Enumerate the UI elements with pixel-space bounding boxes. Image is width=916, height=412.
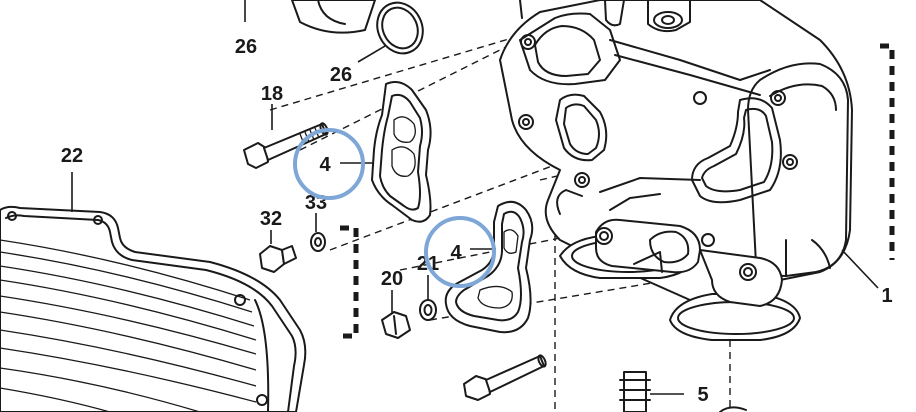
highlight-rings (293, 128, 496, 288)
callout-5: 5 (697, 384, 708, 406)
part-1-filter-housing (499, 0, 879, 341)
part-4-gasket-upper (371, 81, 432, 223)
callout-18: 18 (261, 83, 283, 105)
callout-32: 32 (260, 208, 282, 230)
callout-20: 20 (381, 268, 403, 290)
callout-4-leaders (340, 162, 496, 250)
callout-4-upper: 4 (319, 154, 331, 176)
highlight-ring-upper (293, 128, 365, 200)
part-22-oil-cooler (0, 172, 307, 412)
callout-1: 1 (881, 285, 892, 307)
part-21-washer (419, 275, 437, 321)
highlight-ring-lower (424, 216, 496, 288)
part-20-plug (381, 290, 411, 339)
callout-26-lower: 26 (330, 64, 352, 86)
callout-22: 22 (61, 145, 83, 167)
part-26-pipe-and-oring (244, 0, 424, 63)
callout-4-lower: 4 (450, 242, 462, 264)
dashed-brackets (340, 43, 895, 339)
part-5-nipple (619, 371, 747, 412)
part-18-bolt (243, 104, 329, 169)
long-bolt-bottom (463, 354, 547, 401)
part-33-washer (310, 213, 326, 252)
callout-26-upper: 26 (235, 36, 257, 58)
part-32-small-bolt (259, 230, 297, 273)
